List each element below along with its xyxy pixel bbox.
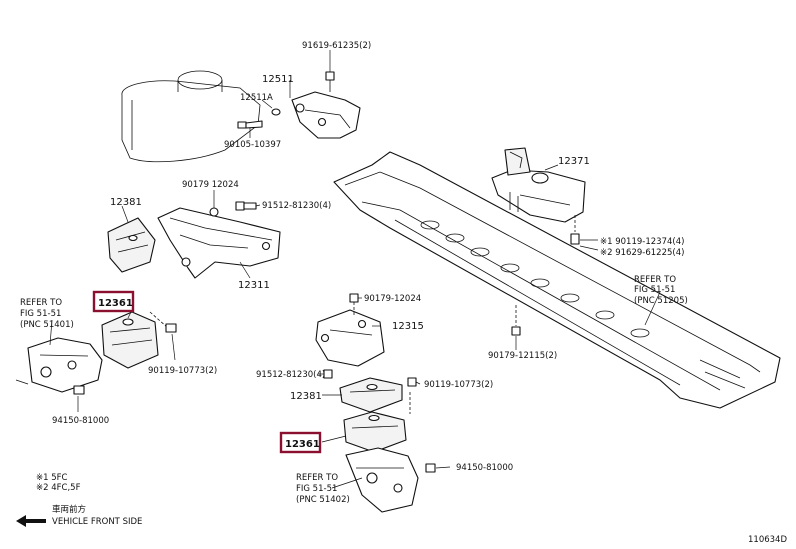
label-91619-61235: 91619-61235(2) (302, 41, 371, 51)
direction-label-en: VEHICLE FRONT SIDE (52, 517, 142, 527)
note-2: ※2 4FC,5F (36, 483, 81, 493)
label-refer-right-3: (PNC 51205) (634, 296, 688, 306)
label-91512-81230-top: 91512-81230(4) (262, 201, 331, 211)
frame-crossmember (333, 151, 781, 409)
label-refer-left-1: REFER TO (20, 298, 62, 308)
bolt-90105 (237, 120, 263, 129)
label-12381-top: 12381 (110, 197, 142, 208)
label-12511: 12511 (262, 74, 294, 85)
bolt-90179-12115 (511, 305, 521, 336)
label-90119-10773-mid: 90119-10773(2) (424, 380, 493, 390)
label-refer-right-1: REFER TO (634, 275, 676, 285)
diagram-id: 110634D (748, 535, 787, 545)
label-94150-81000-left: 94150-81000 (52, 416, 109, 426)
label-90105-10397: 90105-10397 (224, 140, 281, 150)
bracket-12315 (315, 293, 385, 367)
label-90179-12115: 90179-12115(2) (488, 351, 557, 361)
label-refer-bottom-3: (PNC 51402) (296, 495, 350, 505)
label-90179-12024-mid: 90179-12024 (364, 294, 421, 304)
label-90119-12374: ※1 90119-12374(4) (600, 237, 684, 247)
insulator-12381-mid (339, 377, 417, 413)
frame-bracket-bottom (345, 447, 436, 513)
rear-mount-12371 (491, 147, 586, 223)
mount-12361-left (101, 311, 177, 369)
label-refer-left-3: (PNC 51401) (20, 320, 74, 330)
label-12315: 12315 (392, 321, 424, 332)
direction-label-jp: 車両前方 (52, 504, 86, 515)
bolt-90119-12374 (570, 215, 580, 245)
vehicle-front-arrow (16, 515, 46, 527)
label-refer-bottom-1: REFER TO (296, 473, 338, 483)
mount-12361-mid (343, 392, 411, 453)
label-refer-left-2: FIG 51-51 (20, 309, 61, 319)
nut-12511a (271, 108, 281, 116)
label-12361-left: 12361 (98, 298, 133, 309)
label-94150-81000-mid: 94150-81000 (456, 463, 513, 473)
label-91629-61225: ※2 91629-61225(4) (600, 248, 684, 258)
label-refer-bottom-2: FIG 51-51 (296, 484, 337, 494)
bracket-12511 (291, 71, 361, 139)
bolt-91512-top (235, 201, 257, 211)
label-12381-mid: 12381 (290, 391, 322, 402)
highlight-box-12361-mid (279, 431, 322, 454)
frame-bracket-left (15, 337, 103, 395)
label-90119-10773-left: 90119-10773(2) (148, 366, 217, 376)
leader-lines (49, 50, 661, 489)
label-12371: 12371 (558, 156, 590, 167)
label-refer-right-2: FIG 51-51 (634, 285, 675, 295)
label-12361-mid: 12361 (285, 439, 320, 450)
label-12311: 12311 (238, 280, 270, 291)
engine-outline (121, 70, 261, 163)
label-91512-81230-mid: 91512-81230(4) (256, 370, 325, 380)
note-1: ※1 5FC (36, 473, 68, 483)
label-12511a: 12511A (240, 93, 273, 103)
insulator-12381-top (107, 217, 156, 273)
bracket-12311 (157, 207, 281, 279)
highlight-box-12361-left (92, 290, 135, 313)
label-90179-12024-top: 90179 12024 (182, 180, 239, 190)
bolt-91512-mid (323, 369, 333, 379)
